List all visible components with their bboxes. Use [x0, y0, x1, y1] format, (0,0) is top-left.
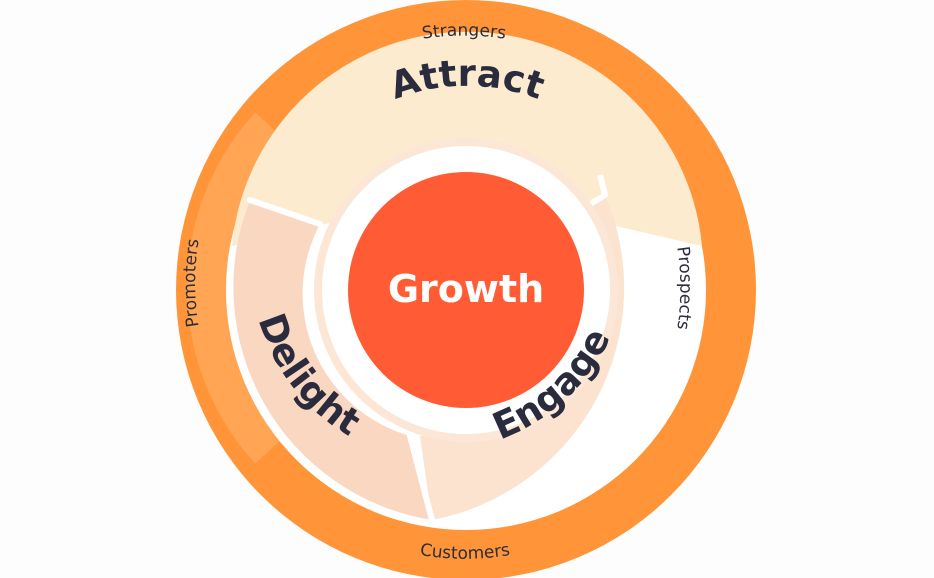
outer-label-strangers: Strangers: [421, 21, 508, 44]
stage-segment-delight: [233, 200, 432, 520]
center-halo-ring: [314, 138, 618, 442]
separator-delight-attract: [247, 197, 323, 227]
growth-circle: [348, 172, 584, 408]
center-label: Growth: [388, 267, 544, 311]
outer-label-customers-text: Customers: [419, 540, 512, 564]
outer-ring-segment-left: [187, 112, 285, 464]
separator-engage-delight: [407, 433, 435, 523]
outer-label-strangers-text: Strangers: [421, 21, 508, 44]
outer-label-customers: Customers: [419, 540, 512, 564]
outer-label-prospects-text: Prospects: [672, 245, 695, 331]
outer-label-prospects: Prospects: [672, 245, 695, 331]
